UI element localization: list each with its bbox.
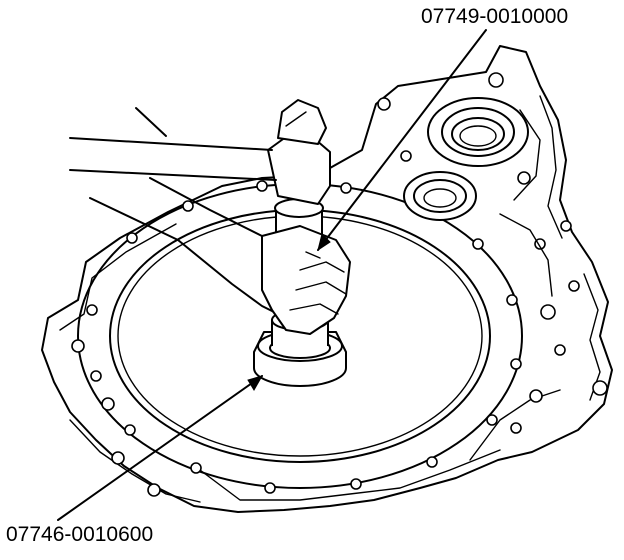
- tool-number-bottom-label: 07746-0010600: [6, 523, 154, 546]
- leader-lines: [57, 29, 487, 521]
- hammer: [69, 99, 331, 205]
- tool-number-top-label: 07749-0010000: [421, 5, 569, 28]
- upper-case-bearings: [377, 72, 608, 434]
- technician-hand: [89, 177, 351, 335]
